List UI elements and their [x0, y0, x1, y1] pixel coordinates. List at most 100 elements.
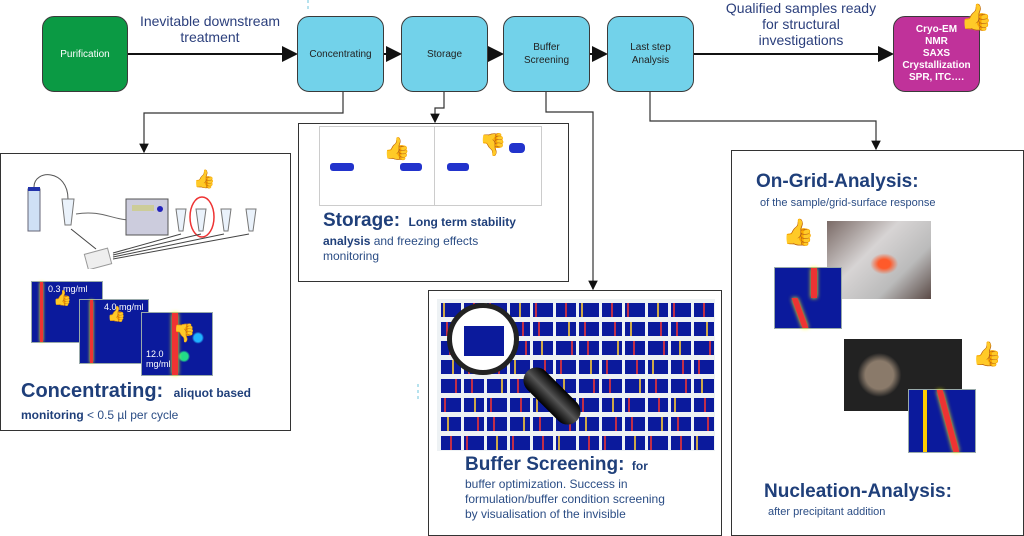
panel-title-nucleation-analysis: Nucleation-Analysis: — [764, 481, 952, 502]
screening-well — [533, 303, 553, 317]
screening-well — [579, 379, 599, 393]
screening-well — [579, 436, 599, 450]
screening-well — [556, 360, 576, 374]
thumbs-up-icon: 👍 — [972, 341, 1002, 368]
panel-storage: 👍 👎 Storage: Long term stability analysi… — [298, 123, 569, 282]
panel-subtitle: of the sample/grid-surface response — [760, 197, 936, 209]
thumbs-up-icon: 👍 — [960, 2, 993, 32]
panel-subtitle: after precipitant addition — [768, 506, 886, 518]
screening-well — [441, 436, 461, 450]
thumbs-down-icon: 👎 — [479, 132, 507, 157]
screening-well — [625, 398, 645, 412]
scatter-plot-stable — [319, 126, 435, 206]
screening-well — [648, 341, 668, 355]
thumbs-down-icon: 👎 — [173, 323, 196, 343]
thumbs-up-icon: 👍 — [107, 306, 126, 323]
panel-title-concentrating: Concentrating: — [21, 380, 164, 402]
screening-well — [441, 398, 461, 412]
screening-well — [441, 379, 461, 393]
screening-well — [579, 341, 599, 355]
thumbs-up-icon: 👍 — [53, 290, 72, 307]
screening-well — [694, 341, 714, 355]
label-qualified-samples: Qualified samples ready for structural i… — [725, 0, 877, 48]
screening-well — [648, 398, 668, 412]
panel-text: monitoring — [323, 249, 380, 263]
screening-well — [671, 360, 691, 374]
screening-well — [464, 436, 484, 450]
wire-storage-panel — [430, 92, 445, 124]
screening-well — [510, 398, 530, 412]
thumbs-up-icon: 👍 — [193, 169, 216, 189]
screening-well — [602, 417, 622, 431]
screening-well — [671, 379, 691, 393]
screening-well — [464, 379, 484, 393]
screening-well — [671, 436, 691, 450]
panel-text: buffer optimization. Success in formulat… — [465, 477, 665, 521]
screening-well — [625, 436, 645, 450]
screening-well — [648, 417, 668, 431]
panel-text-bold: monitoring — [21, 408, 84, 422]
panel-text-bold: analysis — [323, 234, 371, 248]
screening-well — [671, 417, 691, 431]
screening-well — [510, 417, 530, 431]
heatmap-nucleation — [908, 389, 976, 453]
node-storage[interactable]: Storage — [401, 16, 488, 92]
scatter-plot-unstable — [434, 126, 542, 206]
screening-well — [487, 398, 507, 412]
screening-well — [625, 303, 645, 317]
node-purification[interactable]: Purification — [42, 16, 128, 92]
screening-well — [579, 322, 599, 336]
screening-well — [464, 417, 484, 431]
screening-well — [694, 360, 714, 374]
label-downstream-treatment: Inevitable downstream treatment — [139, 13, 281, 45]
screening-well — [694, 379, 714, 393]
panel-concentrating: 👍 0.3 mg/ml 4.0 mg/ml 12.0 mg/ml 👍 👍 👎 C… — [0, 153, 291, 431]
thumbs-up-icon: 👍 — [782, 217, 815, 247]
screening-well — [556, 303, 576, 317]
screening-well — [602, 379, 622, 393]
screening-well — [648, 360, 668, 374]
node-buffer-screening[interactable]: Buffer Screening — [503, 16, 590, 92]
screening-well — [694, 398, 714, 412]
screening-well — [602, 322, 622, 336]
screening-well — [694, 322, 714, 336]
screening-well — [602, 341, 622, 355]
screening-well — [533, 436, 553, 450]
screening-well — [671, 303, 691, 317]
node-concentrating[interactable]: Concentrating — [297, 16, 384, 92]
screening-well — [625, 341, 645, 355]
screening-well — [602, 360, 622, 374]
screening-well — [579, 303, 599, 317]
screening-well — [694, 436, 714, 450]
screening-well — [694, 303, 714, 317]
screening-well — [602, 398, 622, 412]
panel-title-buffer-screening: Buffer Screening: — [465, 454, 625, 475]
screening-well — [648, 303, 668, 317]
panel-text: < 0.5 µl per cycle — [83, 408, 179, 422]
concentrator-apparatus-illustration — [27, 174, 257, 269]
screening-well — [487, 379, 507, 393]
screening-well — [464, 398, 484, 412]
screening-well — [441, 417, 461, 431]
screening-well — [579, 360, 599, 374]
screening-well — [579, 398, 599, 412]
screening-well — [510, 360, 530, 374]
screening-well — [579, 417, 599, 431]
node-last-step-analysis[interactable]: Last step Analysis — [607, 16, 694, 92]
screening-well — [533, 322, 553, 336]
screening-well — [648, 379, 668, 393]
screening-well — [671, 398, 691, 412]
screening-well — [487, 417, 507, 431]
wire-analysis-panel — [649, 92, 881, 151]
screening-well — [625, 417, 645, 431]
screening-well — [556, 322, 576, 336]
heatmap-label: 12.0 mg/ml — [146, 349, 171, 369]
magnifier-lens — [447, 303, 519, 375]
screening-well — [694, 417, 714, 431]
screening-well — [625, 379, 645, 393]
screening-well — [625, 322, 645, 336]
node-structural-methods[interactable]: Cryo-EM NMR SAXS Crystallization SPR, IT… — [893, 16, 980, 92]
panel-text: and freezing effects — [370, 234, 479, 248]
panel-subtitle: for — [631, 459, 648, 473]
